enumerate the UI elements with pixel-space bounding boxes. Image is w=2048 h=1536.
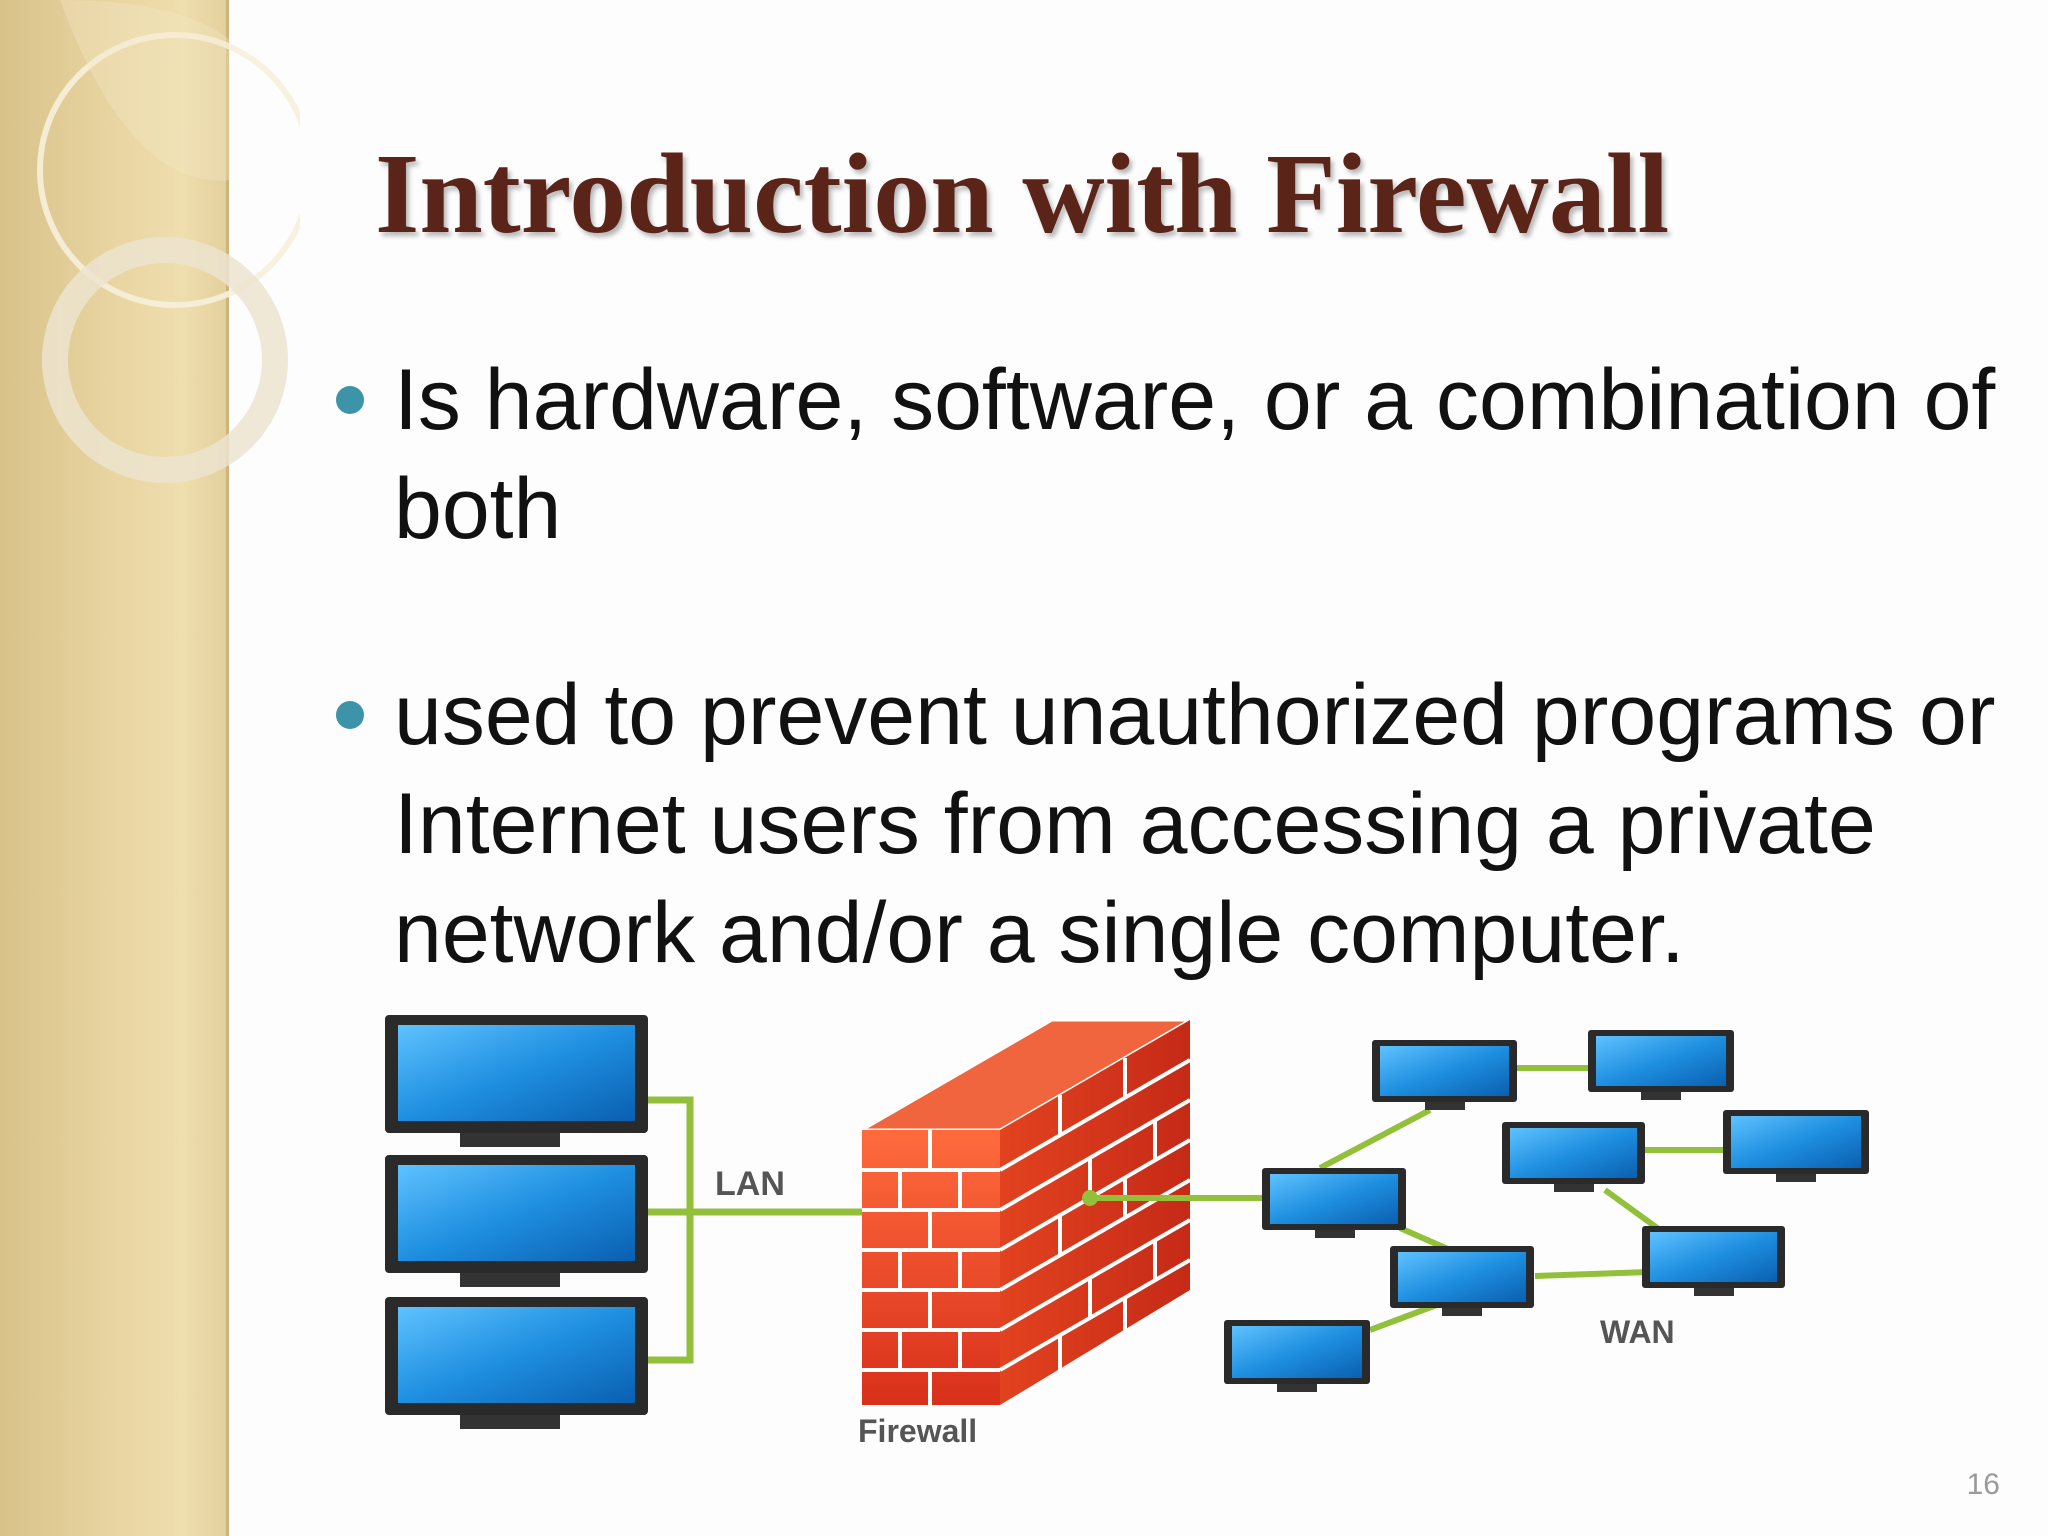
wan-uplink-node <box>1082 1190 1098 1206</box>
side-band-edge <box>226 0 229 1536</box>
monitor-stand <box>1641 1092 1681 1100</box>
monitor-screen <box>1380 1046 1509 1096</box>
monitor-stand <box>1277 1384 1317 1392</box>
wan-link <box>1318 1107 1432 1171</box>
wan-monitor-lower-right <box>1642 1226 1785 1296</box>
monitor-screen <box>398 1025 635 1121</box>
monitor-screen <box>1270 1174 1398 1224</box>
wan-label: WAN <box>1600 1314 1675 1350</box>
monitor-screen <box>398 1307 635 1403</box>
lan-label: LAN <box>715 1165 785 1203</box>
decorative-ring-small <box>42 237 288 483</box>
bullet-dot-icon <box>336 701 364 729</box>
bullet-item-1: Is hardware, software, or a combination … <box>330 346 2030 564</box>
monitor-screen <box>1596 1036 1726 1086</box>
decorative-arc-highlight <box>60 0 230 181</box>
lan-monitor-2 <box>385 1155 648 1287</box>
monitor-screen <box>1731 1116 1861 1168</box>
bullet-item-2: used to prevent unauthorized programs or… <box>330 661 2030 988</box>
slide-title: Introduction with Firewall <box>375 130 1670 257</box>
page-number: 16 <box>1966 1468 2000 1501</box>
lan-monitor-1 <box>385 1015 648 1147</box>
firewall-label: Firewall <box>858 1413 977 1449</box>
wan-link <box>1534 1269 1649 1279</box>
monitor-screen <box>1398 1252 1526 1302</box>
wall-side <box>1000 1020 1190 1405</box>
monitor-stand <box>1315 1230 1355 1238</box>
lan-bus-line <box>648 1096 694 1364</box>
monitor-stand <box>460 1133 560 1147</box>
bullet-text-1: Is hardware, software, or a combination … <box>394 352 1996 557</box>
lan-monitor-3 <box>385 1297 648 1429</box>
firewall-wall-icon <box>856 1018 1196 1405</box>
decorative-ring-large <box>37 32 300 308</box>
monitor-stand <box>1694 1288 1734 1296</box>
wan-monitor-middle <box>1502 1122 1645 1192</box>
wan-monitor-bottom-left <box>1224 1320 1370 1392</box>
monitor-stand <box>1554 1184 1594 1192</box>
monitor-stand <box>460 1273 560 1287</box>
wan-monitor-center <box>1390 1246 1534 1316</box>
firewall-network-diagram: LAN <box>385 1015 1869 1449</box>
bullet-list: Is hardware, software, or a combination … <box>330 346 2030 988</box>
wan-monitor-hub <box>1262 1168 1406 1238</box>
brick-mortar-lines <box>862 1058 1192 1405</box>
monitor-screen <box>1232 1326 1362 1378</box>
bullet-text-2: used to prevent unauthorized programs or… <box>394 667 1996 981</box>
wan-monitor-top-2 <box>1588 1030 1734 1100</box>
wan-link <box>1603 1187 1662 1233</box>
monitor-stand <box>1776 1174 1816 1182</box>
monitor-stand <box>1442 1308 1482 1316</box>
monitor-stand <box>460 1415 560 1429</box>
decorative-circles <box>37 0 300 483</box>
monitor-stand <box>1425 1102 1465 1110</box>
monitor-screen <box>1510 1128 1637 1178</box>
monitor-screen <box>1650 1232 1777 1282</box>
wall-front <box>862 1130 1000 1405</box>
lan-links <box>648 1096 880 1364</box>
monitor-screen <box>398 1165 635 1261</box>
bullet-dot-icon <box>336 386 364 414</box>
wan-monitor-top-1 <box>1372 1040 1517 1110</box>
wan-monitor-right <box>1723 1110 1869 1182</box>
